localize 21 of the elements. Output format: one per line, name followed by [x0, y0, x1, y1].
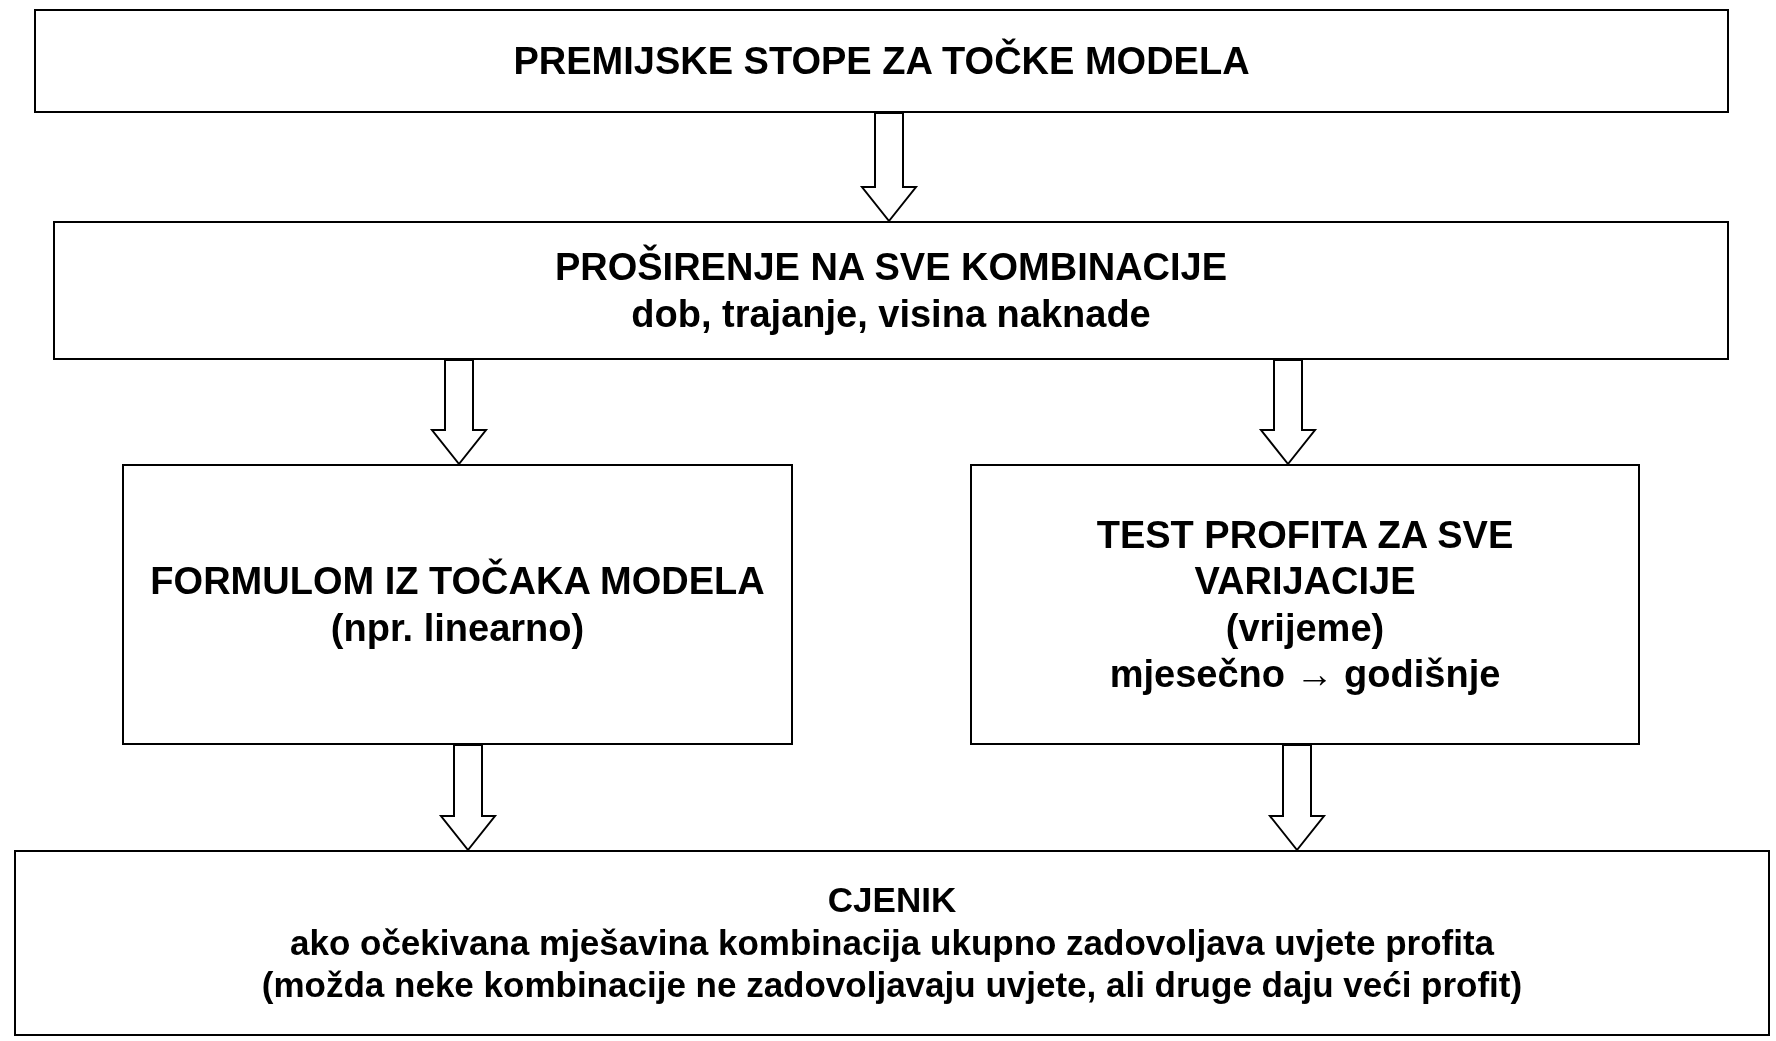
block-arrow — [859, 112, 919, 223]
block-arrow — [1267, 744, 1327, 852]
process-box — [53, 221, 1729, 360]
box-text: (vrijeme) — [1225, 605, 1385, 651]
box-heading: PREMIJSKE STOPE ZA TOČKE MODELA — [513, 37, 1250, 84]
box-text: dob, trajanje, visina naknade — [631, 291, 1151, 337]
process-box — [34, 9, 1729, 113]
box-text: mjesečno → godišnje — [1109, 651, 1501, 697]
block-arrow — [429, 359, 489, 466]
block-arrow — [1258, 359, 1318, 466]
box-text: (npr. linearno) — [330, 605, 585, 651]
process-box — [970, 464, 1640, 745]
box-heading: TEST PROFITA ZA SVE VARIJACIJE — [1095, 512, 1515, 605]
process-box — [14, 850, 1770, 1036]
box-heading: FORMULOM IZ TOČAKA MODELA — [150, 558, 765, 605]
box-text: ako očekivana mješavina kombinacija ukupno zadovoljava uvjete profita — [290, 921, 1494, 964]
box-heading: CJENIK — [827, 878, 957, 921]
block-arrow — [438, 744, 498, 852]
box-heading: PROŠIRENJE NA SVE KOMBINACIJE — [554, 244, 1228, 291]
process-box — [122, 464, 793, 745]
box-text: (možda neke kombinacije ne zadovoljavaju uvjete, ali druge daju veći profit) — [261, 964, 1523, 1007]
